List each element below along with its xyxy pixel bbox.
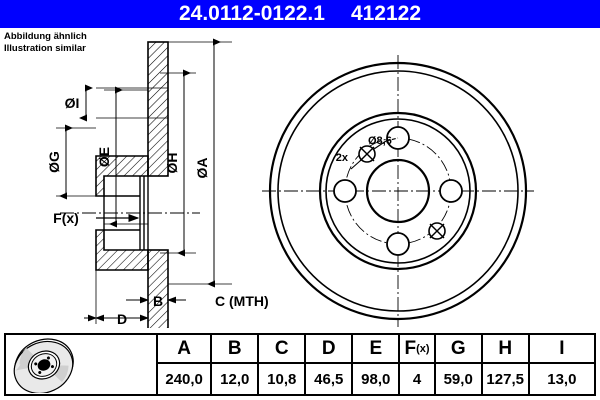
- threaded-holes: [358, 145, 446, 240]
- note-line-de: Abbildung ähnlich: [4, 31, 87, 42]
- label-dia-g: ØG: [46, 151, 62, 173]
- column-header-main: F: [404, 337, 417, 359]
- callout-fx: F(x): [53, 210, 140, 226]
- column-value: 240,0: [165, 370, 203, 388]
- column-header-sub: (x): [416, 342, 430, 355]
- column-value: 46,5: [314, 370, 344, 388]
- column-value: 59,0: [443, 370, 473, 388]
- dimension-b: B: [126, 284, 186, 310]
- bolt-hole: [439, 179, 463, 203]
- table-column-c: C 10,8: [259, 335, 307, 394]
- dimension-dia-i: ØI: [65, 84, 168, 122]
- dimension-c: C (MTH): [215, 293, 269, 309]
- label-dia-a: ØA: [194, 158, 210, 179]
- column-header: C: [259, 335, 305, 364]
- column-value: 10,8: [267, 370, 297, 388]
- column-header: H: [482, 335, 528, 364]
- header-title: 24.0112-0122.1 412122: [0, 0, 600, 28]
- bolt-hole: [386, 232, 410, 256]
- column-value: 13,0: [547, 370, 577, 388]
- illustration-note: Abbildung ähnlich Illustration similar: [4, 31, 87, 54]
- label-dia-i: ØI: [65, 95, 80, 111]
- column-header: G: [435, 335, 481, 364]
- dimension-d: D: [84, 270, 149, 327]
- label-d: D: [117, 311, 127, 327]
- table-column-d: D 46,5: [306, 335, 354, 394]
- label-b: B: [153, 293, 163, 309]
- label-fx: F(x): [53, 210, 79, 226]
- column-header: I: [529, 335, 594, 364]
- column-header: B: [212, 335, 258, 364]
- product-thumbnail-cell: [6, 335, 158, 394]
- header-banner: 24.0112-0122.1 412122: [0, 0, 600, 28]
- note-line-en: Illustration similar: [4, 42, 86, 54]
- table-columns: A 240,0 B 12,0 C 10,8 D 46,5 E 98,0: [158, 335, 594, 394]
- label-dia-e: ØE: [96, 147, 112, 167]
- table-column-e: E 98,0: [353, 335, 401, 394]
- dimension-dia-g: ØG: [46, 124, 96, 200]
- label-hole-count: 2x: [336, 152, 349, 164]
- friction-ring-lower: [147, 249, 169, 328]
- dimension-dia-h: ØH: [160, 69, 196, 257]
- label-hole-diameter: Ø8,6: [368, 135, 392, 147]
- bolt-hole: [333, 179, 357, 203]
- brake-disc-photo: [13, 337, 74, 393]
- column-header: A: [158, 335, 211, 364]
- table-column-i: I 13,0: [529, 335, 594, 394]
- table-column-b: B 12,0: [212, 335, 260, 394]
- column-header: E: [353, 335, 399, 364]
- article-number: 412122: [350, 2, 422, 25]
- cross-section-view: ØI ØG ØE: [46, 38, 269, 328]
- label-c: C (MTH): [215, 293, 269, 309]
- column-value: 127,5: [486, 370, 524, 388]
- column-header: D: [306, 335, 352, 364]
- label-dia-h: ØH: [164, 153, 180, 174]
- table-column-fx: F(x) 4: [400, 335, 436, 394]
- table-column-a: A 240,0: [158, 335, 213, 394]
- specification-table: A 240,0 B 12,0 C 10,8 D 46,5 E 98,0: [4, 333, 596, 396]
- table-column-g: G 59,0: [435, 335, 483, 394]
- column-header: F(x): [400, 335, 434, 364]
- face-view: Ø8,6 2x: [262, 55, 534, 327]
- column-value: 4: [412, 370, 422, 388]
- friction-ring-upper: [147, 41, 169, 177]
- column-value: 12,0: [220, 370, 250, 388]
- table-column-h: H 127,5: [482, 335, 530, 394]
- column-value: 98,0: [361, 370, 391, 388]
- callout-hole-diameter: Ø8,6 2x: [336, 135, 399, 170]
- threaded-hole: [428, 222, 446, 240]
- dimension-dia-a: ØA: [168, 38, 232, 288]
- dimension-dia-e: ØE: [96, 86, 148, 228]
- threaded-hole: [358, 145, 376, 163]
- part-number: 24.0112-0122.1: [178, 2, 325, 25]
- technical-drawing: ØI ØG ØE: [0, 28, 600, 328]
